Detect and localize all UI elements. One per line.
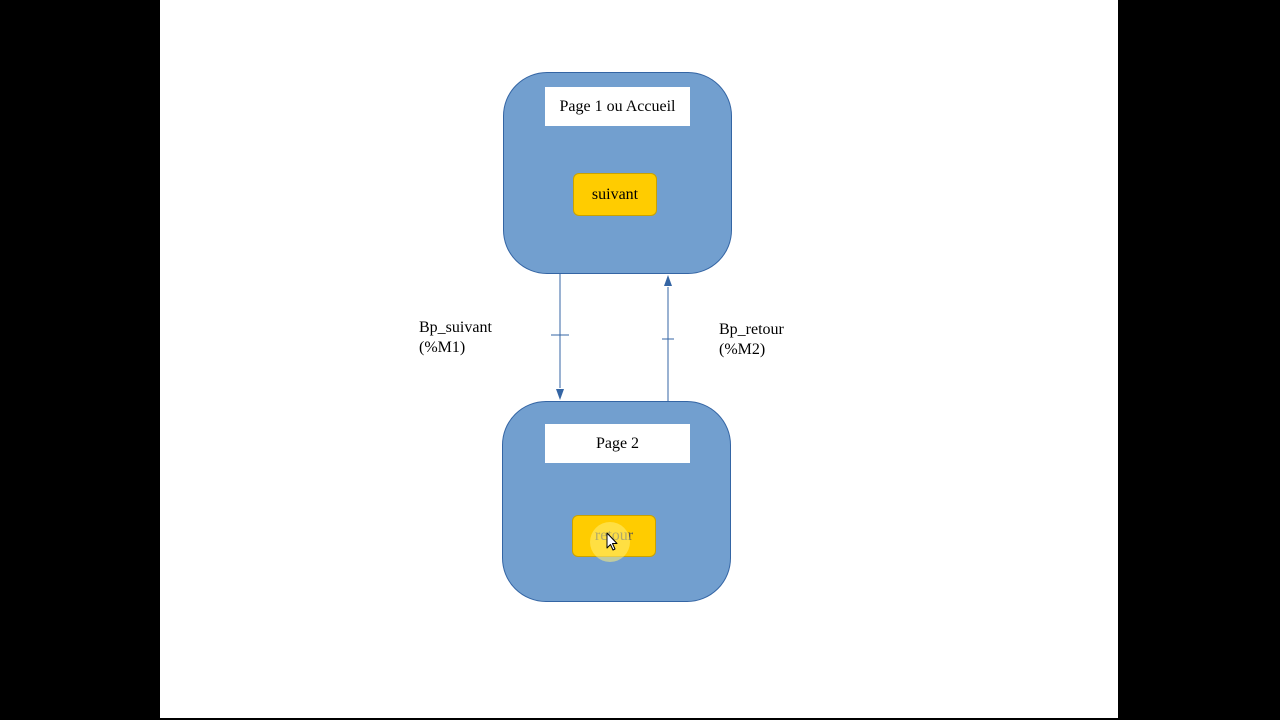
state-page-1-title: Page 1 ou Accueil xyxy=(544,86,691,127)
transition-backward xyxy=(662,275,674,401)
suivant-button[interactable]: suivant xyxy=(573,173,657,216)
state-page-2-title: Page 2 xyxy=(544,423,691,464)
mouse-cursor-icon xyxy=(606,532,618,551)
transition-backward-name: Bp_retour xyxy=(719,321,784,338)
state-page-1: Page 1 ou Accueil suivant xyxy=(503,72,732,274)
transition-forward-label: Bp_suivant (%M1) xyxy=(419,318,492,358)
transition-backward-label: Bp_retour (%M2) xyxy=(719,320,784,360)
transition-arrows xyxy=(551,274,674,401)
transition-backward-variable: (%M2) xyxy=(719,341,766,358)
state-page-2: Page 2 retour xyxy=(502,401,731,602)
diagram-page: Page 1 ou Accueil suivant Bp_suivant (%M… xyxy=(160,0,1118,718)
arrow-up-head xyxy=(664,275,672,286)
transition-forward-variable: (%M1) xyxy=(419,339,466,356)
arrow-down-head xyxy=(556,389,564,400)
transition-forward xyxy=(551,274,569,400)
transition-forward-name: Bp_suivant xyxy=(419,319,492,336)
